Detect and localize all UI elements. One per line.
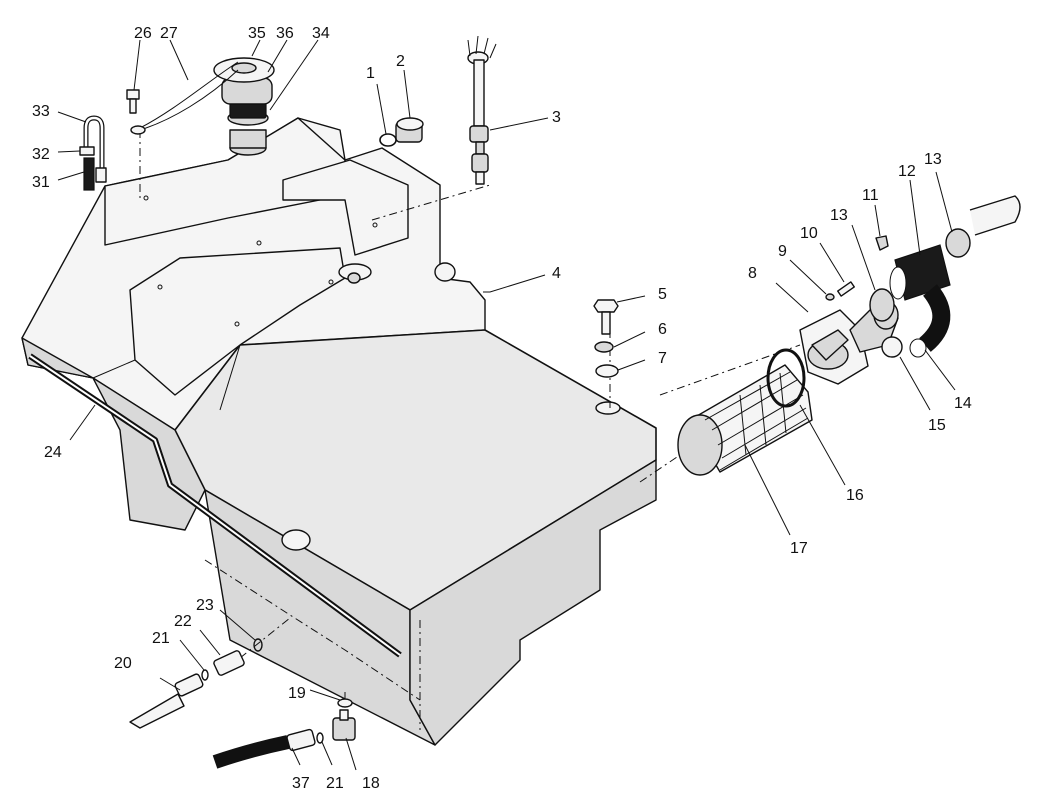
callout-15: 15 — [928, 417, 946, 434]
elbow-18 — [332, 709, 356, 741]
hose-14 — [918, 284, 951, 352]
callout-11: 11 — [862, 187, 879, 204]
plug-2 — [395, 117, 424, 143]
callout-labels: 1 2 3 4 5 6 7 8 9 10 11 12 13 13 14 15 1… — [32, 25, 972, 792]
callout-18: 18 — [362, 775, 380, 792]
callout-2: 2 — [396, 53, 405, 70]
callout-3: 3 — [552, 109, 561, 126]
callout-8: 8 — [748, 265, 757, 282]
callout-16: 16 — [846, 487, 864, 504]
callout-37: 37 — [292, 775, 310, 792]
callout-10: 10 — [800, 225, 818, 242]
callout-24: 24 — [44, 444, 62, 461]
callout-13b: 13 — [924, 151, 942, 168]
callout-31: 31 — [32, 174, 50, 191]
callout-34: 34 — [312, 25, 330, 42]
callout-26: 26 — [134, 25, 152, 42]
callout-23: 23 — [196, 597, 214, 614]
screw-10 — [837, 281, 855, 297]
bolt-5 — [593, 299, 619, 335]
fuel-cap-assembly — [213, 57, 275, 126]
clip-11 — [875, 235, 889, 251]
fuel-hose-37 — [212, 728, 316, 769]
fuel-line-20 — [129, 673, 204, 729]
callout-20: 20 — [114, 655, 132, 672]
vent-hose — [83, 157, 95, 191]
callout-21a: 21 — [152, 630, 170, 647]
vent-clamp — [79, 146, 95, 156]
callout-17: 17 — [790, 540, 808, 557]
callout-21b: 21 — [326, 775, 344, 792]
callout-6: 6 — [658, 321, 667, 338]
hose-end — [969, 195, 1021, 236]
callout-14: 14 — [954, 395, 972, 412]
callout-22: 22 — [174, 613, 192, 630]
callout-19: 19 — [288, 685, 306, 702]
callout-5: 5 — [658, 286, 667, 303]
washer-19 — [337, 698, 353, 708]
callout-33: 33 — [32, 103, 50, 120]
callout-7: 7 — [658, 350, 667, 367]
callout-9: 9 — [778, 243, 787, 260]
screw-26 — [126, 89, 140, 114]
callout-36: 36 — [276, 25, 294, 42]
washer-7 — [595, 364, 619, 378]
fuel-tank — [21, 117, 657, 746]
clamp-13b — [945, 228, 971, 258]
callout-4: 4 — [552, 265, 561, 282]
tether-washer — [130, 125, 146, 135]
fitting-22 — [213, 650, 245, 676]
gasket-16 — [766, 348, 806, 408]
o-ring-21b — [316, 732, 324, 744]
o-ring-23 — [253, 638, 263, 652]
washer-6 — [594, 341, 614, 353]
leader-lines — [57, 39, 956, 771]
callout-13a: 13 — [830, 207, 848, 224]
callout-1: 1 — [366, 65, 375, 82]
washer-9 — [825, 293, 835, 301]
o-ring-1 — [379, 133, 397, 147]
o-ring-21a — [201, 669, 209, 681]
callout-35: 35 — [248, 25, 266, 42]
fuel-sender-3 — [467, 35, 497, 185]
callout-27: 27 — [160, 25, 178, 42]
callout-12: 12 — [898, 163, 916, 180]
clamp-15 — [881, 336, 903, 358]
tether-strap — [139, 61, 239, 129]
callout-32: 32 — [32, 146, 50, 163]
clamp-13a — [869, 288, 895, 322]
